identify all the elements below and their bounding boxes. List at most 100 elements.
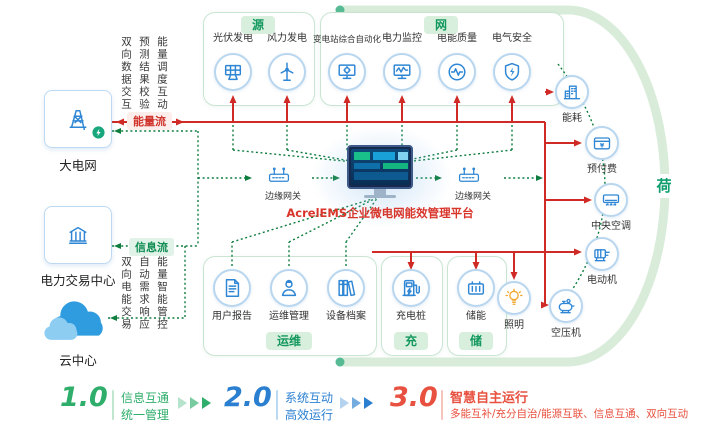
legend-1-version: 1.0 [60,382,108,413]
cloud-icon [44,301,103,340]
trade-center-box [44,206,112,264]
om-management-icon [281,279,297,297]
om-group-header: 运维 [265,332,313,350]
legend-3-line2: 多能互补/充分自治/能源互联、信息互通、双向互动 [450,408,689,420]
energy-storage-node [457,269,495,307]
transmission-tower-icon [69,110,87,130]
item-label: 电气安全 [492,33,532,44]
chevron-icon [364,397,373,409]
dashboard-graphic [351,149,409,185]
item-label: 预付费 [587,164,617,175]
charge-group-header: 充 [393,332,429,350]
item-label: 电力监控 [382,33,422,44]
svg-text:¥: ¥ [600,143,605,150]
edge-gateway-label: 边缘网关 [264,192,301,202]
om-management-node [270,269,308,307]
energy-flow-arrows [116,88,592,309]
trade-center-label: 电力交易中心 [40,273,116,288]
legend-1-line1: 信息互通 [121,391,170,405]
big-grid-box [44,90,112,148]
bottom-vertical-text-2: 自动需求响应 [138,256,150,331]
electrical-safety-node [493,53,531,91]
edge-gateway-icon [268,167,290,182]
item-label: 设备档案 [326,311,366,322]
central-ac-icon [602,194,620,206]
item-label: 运维管理 [269,311,309,322]
chevron-icon [352,397,361,409]
monitor-frame [347,145,413,189]
source-group-header: 源 [240,16,276,34]
platform-title: AcrelEMS企业微电网能效管理平台 [286,206,474,220]
energy-consumption-node [555,75,589,109]
charging-pile-node [392,269,430,307]
central-ac-node [594,183,628,217]
item-label: 变电站综合自动化 [312,35,381,45]
energy-storage-icon [467,281,485,295]
info-flow-label: 信息流 [129,238,174,256]
power-quality-icon [448,63,466,81]
legend-2-line1: 系统互动 [285,391,334,405]
item-label: 空压机 [551,328,581,339]
chevron-icon [202,397,211,409]
big-grid-label: 大电网 [59,158,97,173]
chevron-icon [190,397,199,409]
item-label: 能耗 [562,113,582,124]
legend-3-version: 3.0 [390,382,438,413]
item-label: 电动机 [587,275,617,286]
solar-panel-icon [224,64,242,81]
energy-flow-lines [112,91,588,306]
legend-2-separator [276,390,278,420]
user-report-node [213,269,251,307]
lighting-icon [505,288,523,305]
equipment-archive-node [327,269,365,307]
air-compressor-icon [558,298,575,314]
chevron-icon [178,397,187,409]
legend-1-separator [112,390,114,420]
item-label: 中央空调 [591,221,631,232]
lighting-node [497,281,531,315]
legend-3-line1: 智慧自主运行 [450,391,529,406]
cloud-center-label: 云中心 [59,353,97,368]
power-badge-icon [92,126,105,139]
storage-group-header: 储 [458,332,494,350]
power-quality-node [438,53,476,91]
edge-gateway-icon [458,167,480,182]
power-monitoring-icon [393,64,411,80]
platform-screen [347,145,413,198]
legend-2-version: 2.0 [224,382,272,413]
wind-turbine-icon [280,62,294,81]
energy-consumption-icon [563,85,581,100]
electrical-safety-icon [504,62,520,81]
wind-generation-node [268,53,306,91]
item-label: 电能质量 [437,33,477,44]
grid-group-header: 网 [423,16,459,34]
motor-icon [594,249,610,262]
item-label: 充电桩 [396,311,426,322]
legend-2-line2: 高效运行 [285,408,334,422]
power-monitoring-node [383,53,421,91]
legend-1-line2: 统一管理 [121,408,170,422]
legend-3-separator [441,390,443,420]
info-flow-arrows [110,128,543,321]
top-vertical-text-1: 双向数据交互 [120,36,132,111]
energy-flow-label: 能量流 [127,112,172,130]
chevron-icon [340,397,349,409]
item-label: 风力发电 [267,33,307,44]
item-label: 用户报告 [212,311,252,322]
edge-gateway-label: 边缘网关 [454,192,491,202]
pv-generation-node [214,53,252,91]
charging-pile-icon [402,279,420,297]
load-group-header: 荷 [652,174,676,198]
motor-node [585,237,619,271]
item-label: 照明 [504,320,524,331]
prepaid-icon: ¥ [593,137,611,150]
user-report-icon [225,279,240,297]
equipment-archive-icon [338,279,356,297]
substation-automation-icon [338,64,356,80]
top-vertical-text-3: 能量调度互动 [156,36,168,111]
air-compressor-node [549,289,583,323]
bottom-vertical-text-3: 能量智能管控 [156,256,168,331]
substation-automation-node [328,53,366,91]
